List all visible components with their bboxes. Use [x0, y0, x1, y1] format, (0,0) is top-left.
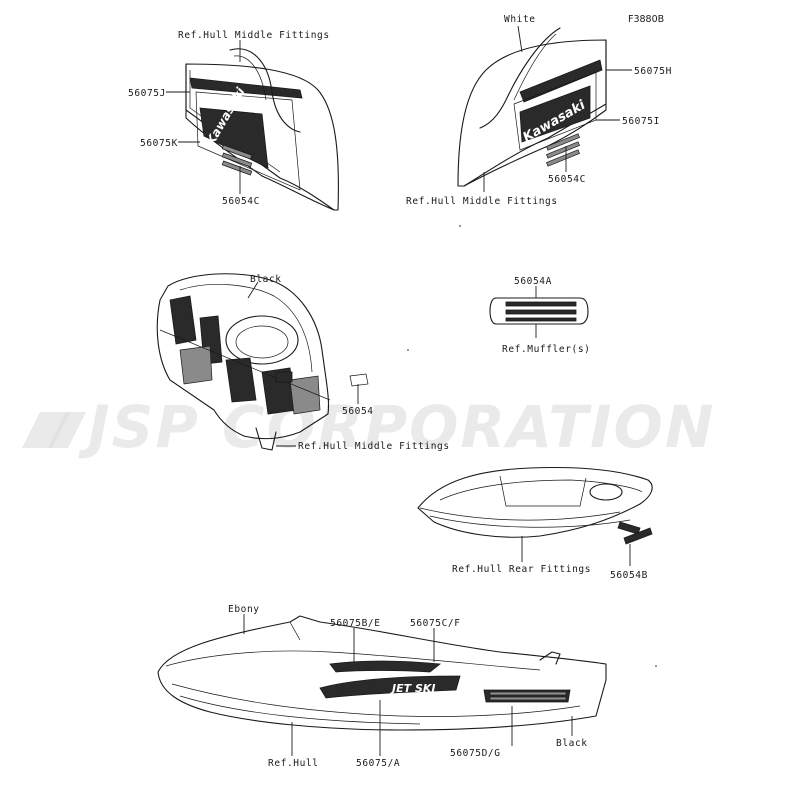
label-black-1: Black	[250, 274, 282, 285]
dot-mark	[407, 349, 409, 351]
label-56075H: 56075H	[634, 66, 672, 77]
label-ebony: Ebony	[228, 604, 260, 615]
label-ref-hull-middle-fittings-3: Ref.Hull Middle Fittings	[298, 441, 450, 452]
leader-lines	[166, 25, 632, 756]
label-white: White	[504, 14, 536, 25]
callout-labels: Ref.Hull Middle Fittings 56075J 56075K 5…	[128, 14, 672, 769]
label-ref-hull-rear-fittings: Ref.Hull Rear Fittings	[452, 564, 591, 575]
label-56075CF: 56075C/F	[410, 618, 461, 629]
label-56054A: 56054A	[514, 276, 552, 287]
hull-rear-deck	[417, 466, 653, 538]
watermark: JSP CORPORATION	[22, 393, 715, 461]
hull: JET SKI	[157, 615, 607, 731]
muffler-label-part	[489, 297, 589, 325]
label-56054C-left: 56054C	[222, 196, 260, 207]
label-ref-hull: Ref.Hull	[268, 758, 319, 769]
label-56075J: 56075J	[128, 88, 166, 99]
label-56075K: 56075K	[140, 138, 178, 149]
dot-mark	[655, 665, 657, 667]
label-ref-mufflers: Ref.Muffler(s)	[502, 344, 590, 355]
label-56075BE: 56075B/E	[330, 618, 381, 629]
hull-middle-deck	[156, 273, 369, 451]
label-56054B: 56054B	[610, 570, 648, 581]
decal-56054B	[623, 527, 653, 545]
label-56054: 56054	[342, 406, 374, 417]
right-side-cover: Kawasaki	[457, 27, 607, 187]
left-side-cover: Kawasaki	[185, 48, 339, 211]
figure-code: F3880B	[628, 14, 664, 25]
label-56075DG: 56075D/G	[450, 748, 501, 759]
label-black-2: Black	[556, 738, 588, 749]
model-text: JET SKI	[390, 682, 435, 695]
watermark-text: JSP CORPORATION	[78, 393, 715, 461]
label-ref-hull-middle-fittings-1: Ref.Hull Middle Fittings	[178, 30, 330, 41]
dot-mark	[459, 225, 461, 227]
label-56075A: 56075/A	[356, 758, 400, 769]
label-ref-hull-middle-fittings-2: Ref.Hull Middle Fittings	[406, 196, 558, 207]
label-56054C-right: 56054C	[548, 174, 586, 185]
label-56075I: 56075I	[622, 116, 660, 127]
